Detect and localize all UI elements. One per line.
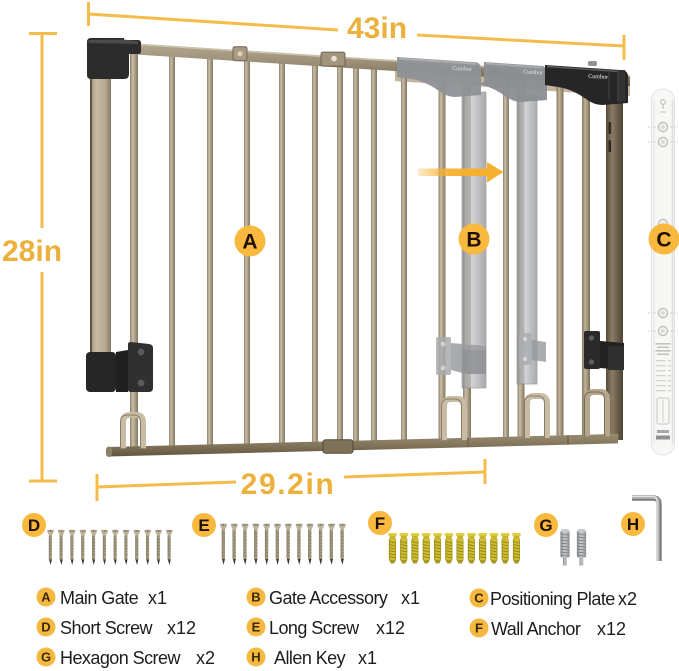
svg-text:E: E — [252, 620, 261, 635]
svg-text:29.2in: 29.2in — [241, 468, 336, 501]
svg-text:Short Screw: Short Screw — [60, 618, 154, 638]
svg-text:x2: x2 — [618, 589, 637, 609]
svg-text:x1: x1 — [401, 588, 420, 608]
svg-text:Cumbor: Cumbor — [523, 69, 543, 76]
svg-text:B: B — [251, 590, 260, 605]
svg-text:Allen Key: Allen Key — [274, 648, 346, 668]
svg-text:B: B — [466, 229, 481, 252]
svg-text:H: H — [251, 650, 260, 665]
svg-text:A: A — [242, 231, 257, 254]
svg-text:F: F — [475, 621, 483, 636]
svg-text:x1: x1 — [358, 648, 377, 668]
svg-text:x12: x12 — [167, 618, 196, 638]
svg-text:D: D — [28, 516, 40, 535]
svg-text:43in: 43in — [347, 12, 407, 45]
svg-text:C: C — [656, 229, 671, 252]
svg-text:28in: 28in — [2, 235, 62, 268]
svg-text:D: D — [41, 620, 50, 635]
svg-text:G: G — [539, 516, 552, 535]
svg-text:Cumbor: Cumbor — [452, 66, 472, 73]
svg-text:G: G — [41, 650, 51, 665]
svg-text:F: F — [375, 514, 385, 533]
svg-text:Positioning Plate: Positioning Plate — [490, 589, 615, 609]
svg-text:x12: x12 — [597, 619, 626, 639]
svg-text:Cumbor: Cumbor — [588, 74, 608, 81]
svg-text:Hexagon Screw: Hexagon Screw — [60, 648, 181, 668]
svg-text:Long Screw: Long Screw — [269, 618, 360, 638]
svg-text:H: H — [627, 515, 639, 534]
svg-text:Wall Anchor: Wall Anchor — [491, 619, 581, 639]
svg-text:E: E — [198, 516, 209, 535]
svg-text:x1: x1 — [148, 588, 167, 608]
svg-text:A: A — [41, 590, 51, 605]
svg-text:C: C — [474, 591, 484, 606]
svg-text:x12: x12 — [376, 618, 405, 638]
svg-text:Main Gate: Main Gate — [60, 588, 139, 608]
svg-text:Gate Accessory: Gate Accessory — [269, 588, 388, 608]
svg-text:x2: x2 — [196, 648, 215, 668]
